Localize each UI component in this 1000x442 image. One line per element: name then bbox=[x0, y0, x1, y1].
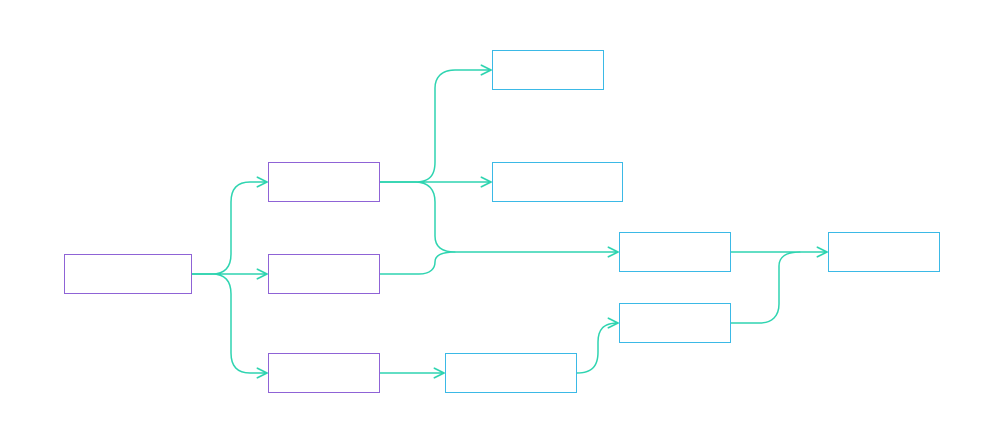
node-merge-a[interactable] bbox=[619, 232, 731, 272]
node-mid-c[interactable] bbox=[268, 353, 380, 393]
edge-step-a-to-merge-b bbox=[576, 317, 619, 374]
node-out-2[interactable] bbox=[492, 162, 623, 202]
edge-mid-b-to-merge-a bbox=[379, 251, 456, 275]
node-step-a[interactable] bbox=[445, 353, 577, 393]
edge-merge-b-to-final bbox=[730, 251, 801, 324]
node-final[interactable] bbox=[828, 232, 940, 272]
edge-root-to-mid-a bbox=[191, 176, 268, 275]
edge-mid-a-to-merge-a bbox=[379, 181, 619, 258]
node-mid-b[interactable] bbox=[268, 254, 380, 294]
node-mid-a[interactable] bbox=[268, 162, 380, 202]
edge-mid-a-to-out-1 bbox=[379, 64, 492, 183]
edge-root-to-mid-c bbox=[191, 273, 268, 379]
node-out-1[interactable] bbox=[492, 50, 604, 90]
node-merge-b[interactable] bbox=[619, 303, 731, 343]
node-root[interactable] bbox=[64, 254, 192, 294]
